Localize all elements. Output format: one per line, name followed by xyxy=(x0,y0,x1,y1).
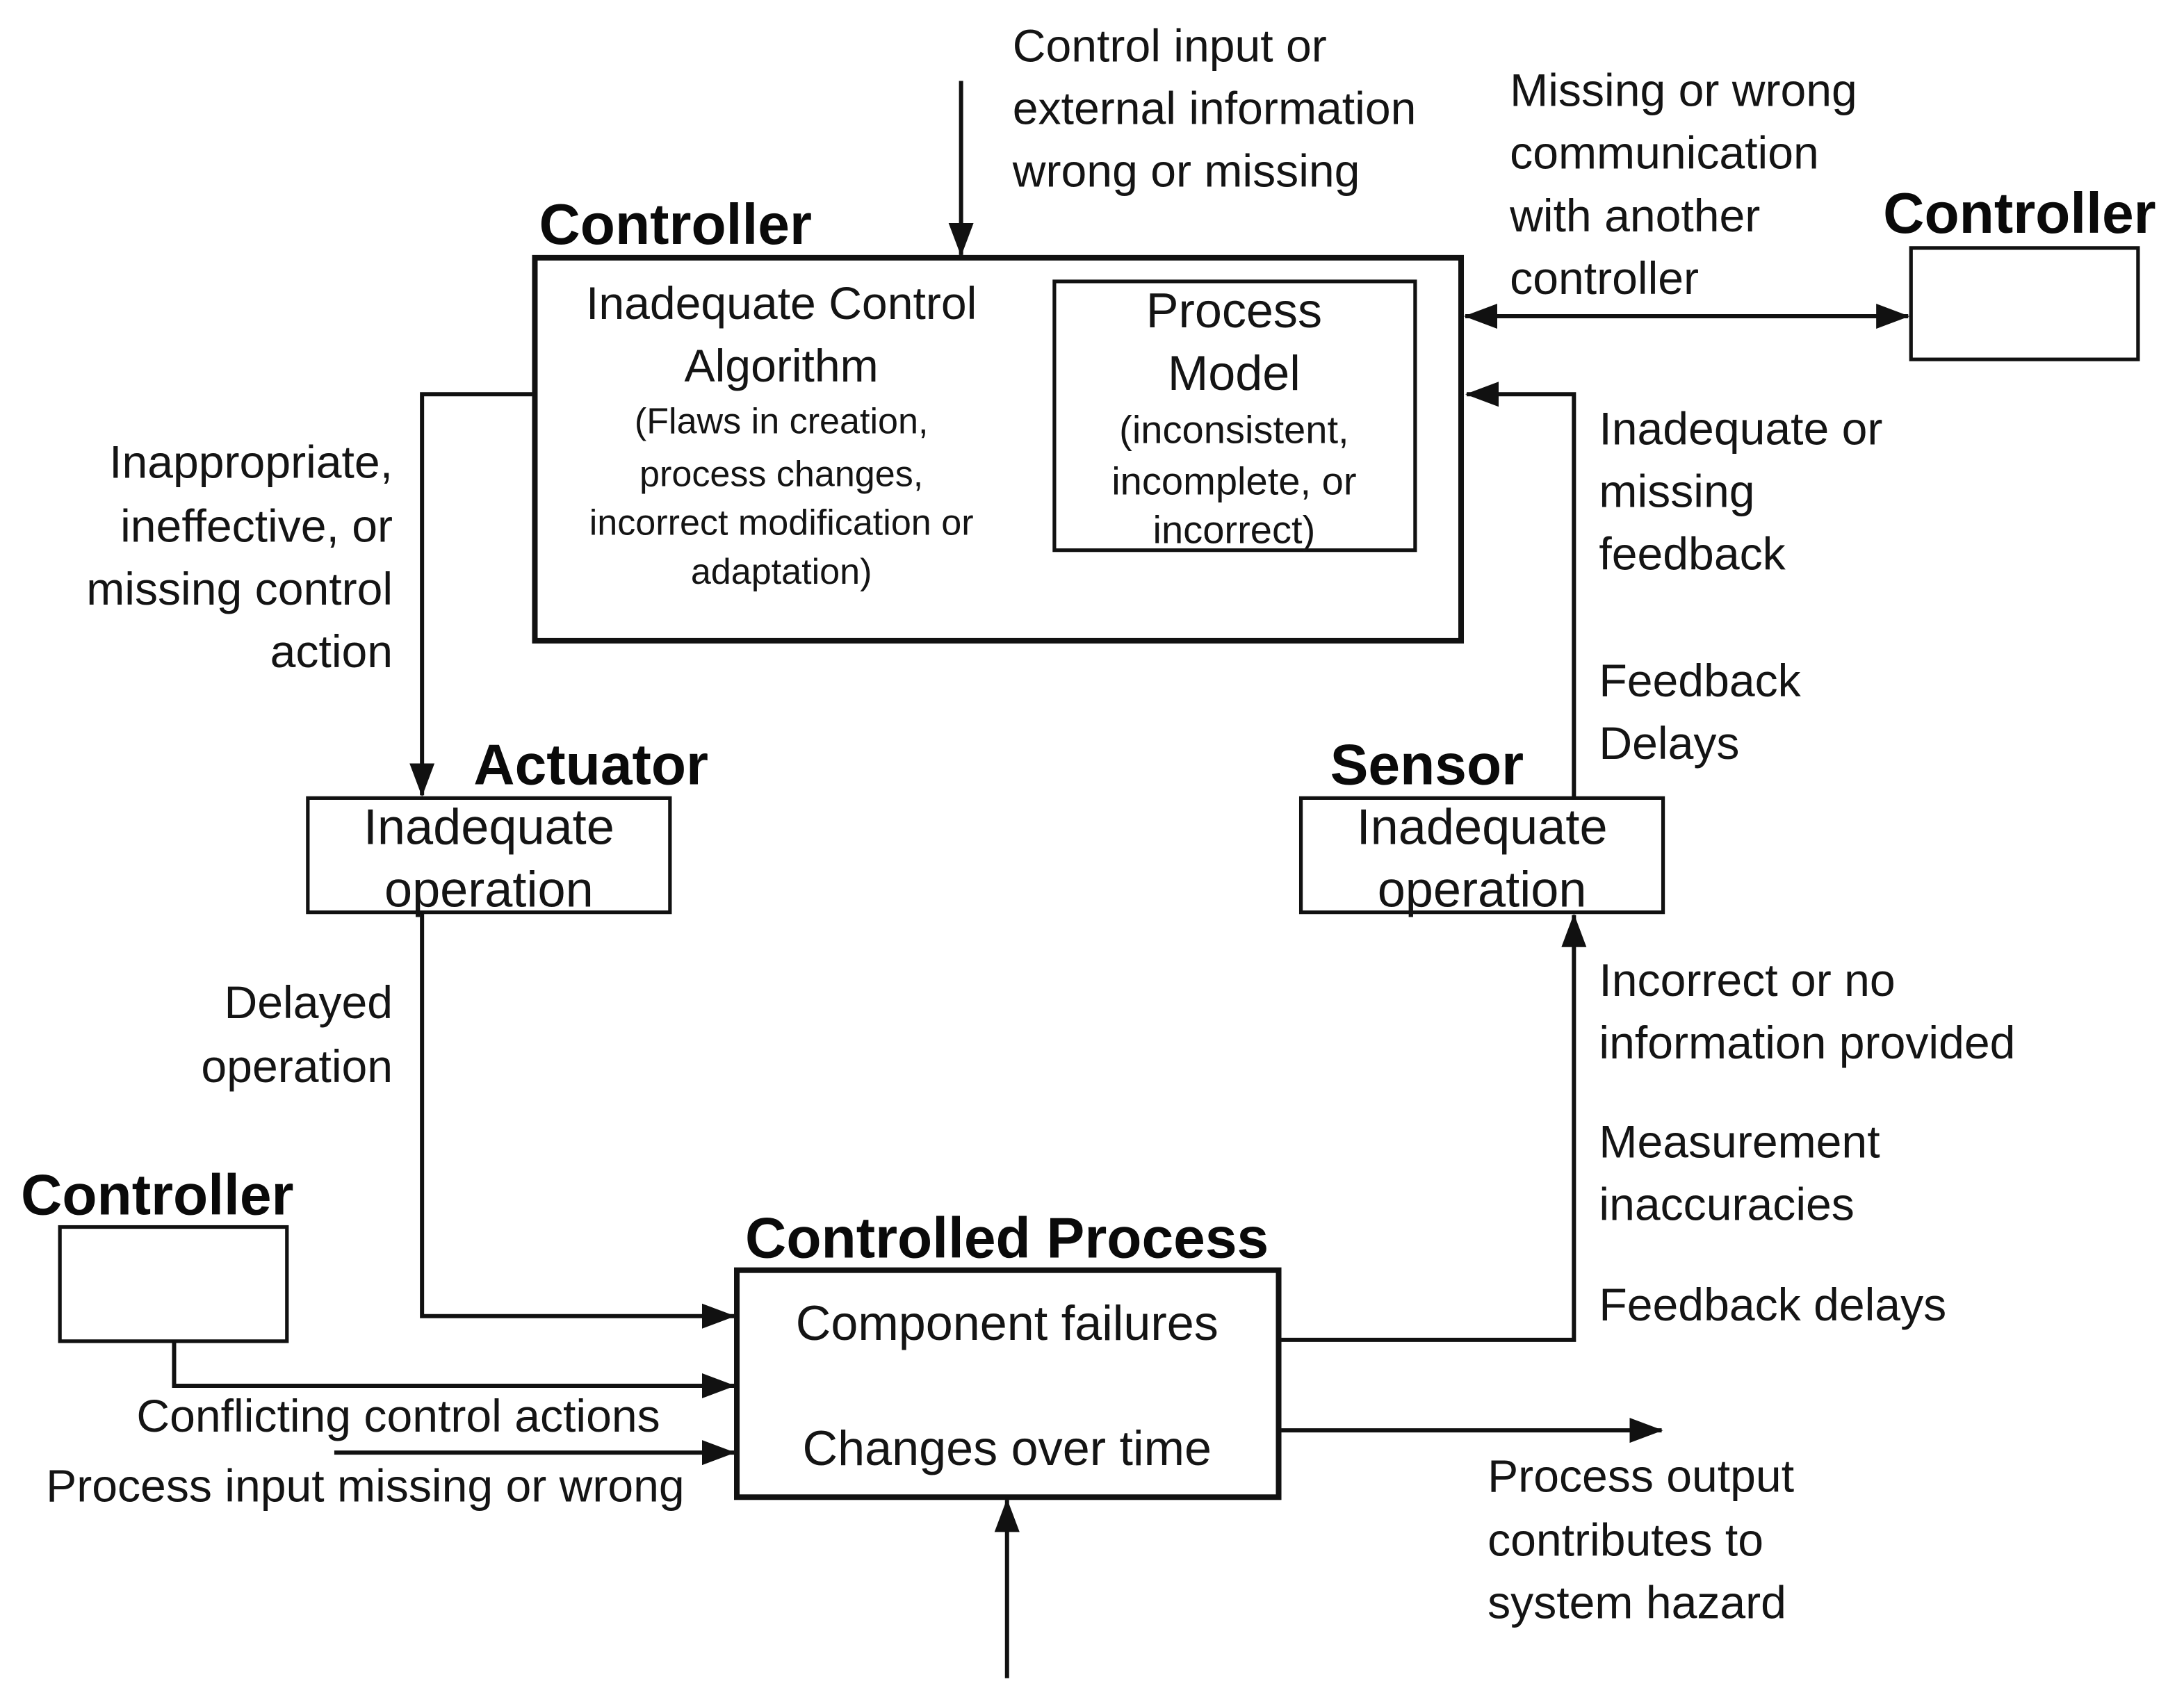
feedback-line-2: missing xyxy=(1599,466,1754,518)
control-action-line-1: Inappropriate, xyxy=(109,436,393,488)
process-output-label: Process output contributes to system haz… xyxy=(1488,1450,1794,1628)
delayed-operation-line-1: Delayed xyxy=(225,977,393,1029)
process-output-line-2: contributes to xyxy=(1488,1514,1763,1566)
communication-line-3: with another xyxy=(1509,190,1760,242)
changes-over-time-label: Changes over time xyxy=(802,1421,1212,1475)
external-controller-title: Controller xyxy=(21,1163,293,1227)
peer-controller-box xyxy=(1909,246,2140,361)
measurement-line-2: inaccuracies xyxy=(1599,1179,1854,1231)
process-model-heading-2: Model xyxy=(1168,346,1301,400)
feedback-delays-upper-line-1: Feedback xyxy=(1599,655,1801,707)
feedback-delays-lower-label: Feedback delays xyxy=(1599,1279,1946,1331)
peer-controller-title: Controller xyxy=(1883,182,2156,245)
communication-line-2: communication xyxy=(1510,128,1819,179)
communication-line-4: controller xyxy=(1510,253,1699,304)
controlled-process-box xyxy=(734,1267,1282,1500)
feedback-line-3: feedback xyxy=(1599,529,1786,580)
control-input-line-2: external information xyxy=(1013,83,1417,135)
sensor-box xyxy=(1298,796,1665,915)
component-failures-label: Component failures xyxy=(796,1296,1219,1350)
controlled-process-title: Controlled Process xyxy=(745,1207,1269,1270)
control-action-line-3: missing control xyxy=(86,564,393,615)
control-action-line-4: action xyxy=(270,626,393,678)
control-algorithm-heading-2: Algorithm xyxy=(685,341,879,392)
actuator-box xyxy=(306,796,672,915)
actuator-line-1: Inadequate xyxy=(364,799,614,855)
control-action-line-2: ineffective, or xyxy=(120,501,393,553)
feedback-label: Inadequate or missing feedback xyxy=(1599,403,1882,580)
delayed-operation-line-2: operation xyxy=(201,1041,393,1093)
sensor-information-line-2: information provided xyxy=(1599,1017,2015,1069)
communication-label: Missing or wrong communication with anot… xyxy=(1509,65,1857,304)
measurement-line-1: Measurement xyxy=(1599,1116,1880,1168)
control-algorithm-detail-1: (Flaws in creation, xyxy=(635,401,929,441)
process-model-heading-1: Process xyxy=(1146,284,1322,338)
actuator-title: Actuator xyxy=(473,733,708,796)
control-action-arrow xyxy=(409,392,532,797)
feedback-delays-upper-label: Feedback Delays xyxy=(1599,655,1801,769)
process-model-box xyxy=(1052,279,1417,553)
sensor-line-2: operation xyxy=(1378,862,1587,918)
communication-line-1: Missing or wrong xyxy=(1510,65,1857,116)
process-output-line-3: system hazard xyxy=(1488,1578,1786,1629)
actuator-line-2: operation xyxy=(384,862,594,918)
measurement-label: Measurement inaccuracies xyxy=(1599,1116,1880,1230)
controller-title: Controller xyxy=(539,193,811,256)
conflicting-actions-arrow xyxy=(172,1341,736,1399)
process-model-detail-3: incorrect) xyxy=(1152,508,1315,552)
measurement-arrow xyxy=(1281,913,1587,1342)
external-controller-box xyxy=(58,1225,289,1343)
sensor-information-line-1: Incorrect or no xyxy=(1599,955,1895,1006)
process-model-detail-2: incomplete, or xyxy=(1111,459,1356,503)
process-model-detail-1: (inconsistent, xyxy=(1119,407,1348,451)
process-model-text: Process Model (inconsistent, incomplete,… xyxy=(1111,284,1356,552)
control-algorithm-detail-3: incorrect modification or xyxy=(589,503,974,543)
control-algorithm-detail-2: process changes, xyxy=(639,454,923,494)
actuation-arrow xyxy=(420,912,736,1329)
control-algorithm-detail-4: adaptation) xyxy=(691,552,872,592)
sensor-information-label: Incorrect or no information provided xyxy=(1599,955,2015,1069)
process-input-label: Process input missing or wrong xyxy=(46,1460,685,1512)
feedback-delays-upper-line-2: Delays xyxy=(1599,718,1739,769)
control-input-line-3: wrong or missing xyxy=(1012,146,1360,197)
process-output-line-1: Process output xyxy=(1488,1450,1794,1502)
control-input-line-1: Control input or xyxy=(1013,20,1327,72)
feedback-arrow xyxy=(1465,382,1576,799)
control-algorithm-text: Inadequate Control Algorithm (Flaws in c… xyxy=(586,278,977,592)
conflicting-actions-label: Conflicting control actions xyxy=(136,1391,660,1442)
control-input-label: Control input or external information wr… xyxy=(1012,20,1417,197)
control-algorithm-heading-1: Inadequate Control xyxy=(586,278,977,329)
delayed-operation-label: Delayed operation xyxy=(201,977,393,1093)
feedback-line-1: Inadequate or xyxy=(1599,403,1882,455)
control-action-label: Inappropriate, ineffective, or missing c… xyxy=(86,436,393,678)
sensor-title: Sensor xyxy=(1330,733,1524,796)
sensor-line-1: Inadequate xyxy=(1357,799,1608,855)
